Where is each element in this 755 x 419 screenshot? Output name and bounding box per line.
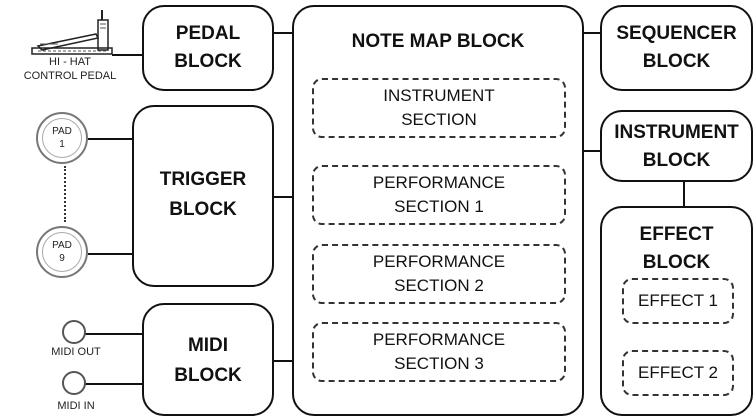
connector-midi-in xyxy=(84,383,142,385)
pad-9-label-2: 9 xyxy=(38,252,86,265)
midi-out-label: MIDI OUT xyxy=(44,346,108,359)
midi-out-port-icon xyxy=(62,320,86,344)
instrument-block-title-1: INSTRUMENT xyxy=(602,120,751,145)
connector-notemap-instrument xyxy=(583,150,601,152)
performance-section-3-line2: SECTION 3 xyxy=(314,352,564,376)
performance-section-2: PERFORMANCE SECTION 2 xyxy=(312,244,566,304)
sequencer-block-title-1: SEQUENCER xyxy=(602,21,751,46)
pedal-block-title-2: BLOCK xyxy=(144,49,272,74)
connector-instrument-effect xyxy=(683,181,685,207)
trigger-block-title-1: TRIGGER xyxy=(134,167,272,192)
performance-section-1-line1: PERFORMANCE xyxy=(314,171,564,195)
hihat-label-line1: HI - HAT xyxy=(40,56,100,69)
connector-pad9-trigger xyxy=(88,253,134,255)
sequencer-block: SEQUENCER BLOCK xyxy=(600,5,753,91)
effect-2-label: EFFECT 2 xyxy=(624,361,732,385)
pad-1: PAD 1 xyxy=(36,112,88,164)
pedal-block: PEDAL BLOCK xyxy=(142,5,274,91)
midi-in-label: MIDI IN xyxy=(48,400,104,413)
pad-1-label-2: 1 xyxy=(38,138,86,151)
performance-section-1: PERFORMANCE SECTION 1 xyxy=(312,165,566,225)
connector-midi-notemap xyxy=(273,360,293,362)
instrument-section-line2: SECTION xyxy=(314,108,564,132)
connector-midi-out xyxy=(84,333,142,335)
midi-block: MIDI BLOCK xyxy=(142,303,274,416)
hihat-pedal-icon xyxy=(28,8,118,58)
effect-1-label: EFFECT 1 xyxy=(624,289,732,313)
midi-block-title-2: BLOCK xyxy=(144,363,272,388)
instrument-section-line1: INSTRUMENT xyxy=(314,84,564,108)
performance-section-1-line2: SECTION 1 xyxy=(314,195,564,219)
hihat-label-line2: CONTROL PEDAL xyxy=(0,70,140,83)
connector-notemap-sequencer xyxy=(583,32,601,34)
connector-pad1-trigger xyxy=(88,138,134,140)
pad-9-label-1: PAD xyxy=(38,239,86,252)
trigger-block-title-2: BLOCK xyxy=(134,197,272,222)
performance-section-2-line2: SECTION 2 xyxy=(314,274,564,298)
performance-section-3-line1: PERFORMANCE xyxy=(314,328,564,352)
effect-2-section: EFFECT 2 xyxy=(622,350,734,396)
effect-1-section: EFFECT 1 xyxy=(622,278,734,324)
note-map-block-title: NOTE MAP BLOCK xyxy=(294,29,582,54)
performance-section-2-line1: PERFORMANCE xyxy=(314,250,564,274)
effect-block-title-2: BLOCK xyxy=(602,250,751,275)
instrument-block-title-2: BLOCK xyxy=(602,148,751,173)
pedal-block-title-1: PEDAL xyxy=(144,21,272,46)
connector-pedal-notemap xyxy=(273,32,293,34)
pad-ellipsis-dots xyxy=(64,166,66,222)
midi-in-port-icon xyxy=(62,371,86,395)
performance-section-3: PERFORMANCE SECTION 3 xyxy=(312,322,566,382)
effect-block-title-1: EFFECT xyxy=(602,222,751,247)
midi-block-title-1: MIDI xyxy=(144,333,272,358)
sequencer-block-title-2: BLOCK xyxy=(602,49,751,74)
instrument-block: INSTRUMENT BLOCK xyxy=(600,110,753,182)
connector-trigger-notemap xyxy=(273,196,293,198)
instrument-section: INSTRUMENT SECTION xyxy=(312,78,566,138)
pad-1-label-1: PAD xyxy=(38,125,86,138)
trigger-block: TRIGGER BLOCK xyxy=(132,105,274,287)
pad-9: PAD 9 xyxy=(36,226,88,278)
